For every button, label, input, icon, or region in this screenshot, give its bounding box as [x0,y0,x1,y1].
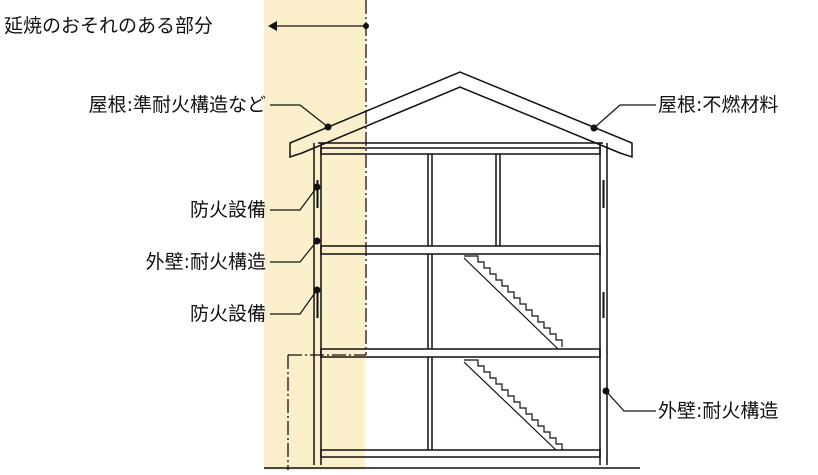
roof [289,71,633,159]
floors [320,147,601,458]
exterior-wall-left-label: 外壁:耐火構造 [145,251,266,273]
spread-zone-label: 延焼のおそれのある部分 [4,15,214,37]
arrow-head [268,21,277,31]
roof-right-label: 屋根:不燃材料 [658,94,779,116]
stairs-upper [463,255,563,350]
leader-lines [270,25,656,412]
stairs-lower [463,359,563,451]
fire-equipment-lower-label: 防火設備 [189,303,266,325]
exterior-walls [313,143,608,465]
roof-left-label: 屋根:準耐火構造など [88,94,266,116]
interior-columns [427,154,501,450]
exterior-wall-right-label: 外壁:耐火構造 [658,400,779,422]
fire-equipment-upper-label: 防火設備 [189,199,266,221]
leader-dots [313,23,610,395]
